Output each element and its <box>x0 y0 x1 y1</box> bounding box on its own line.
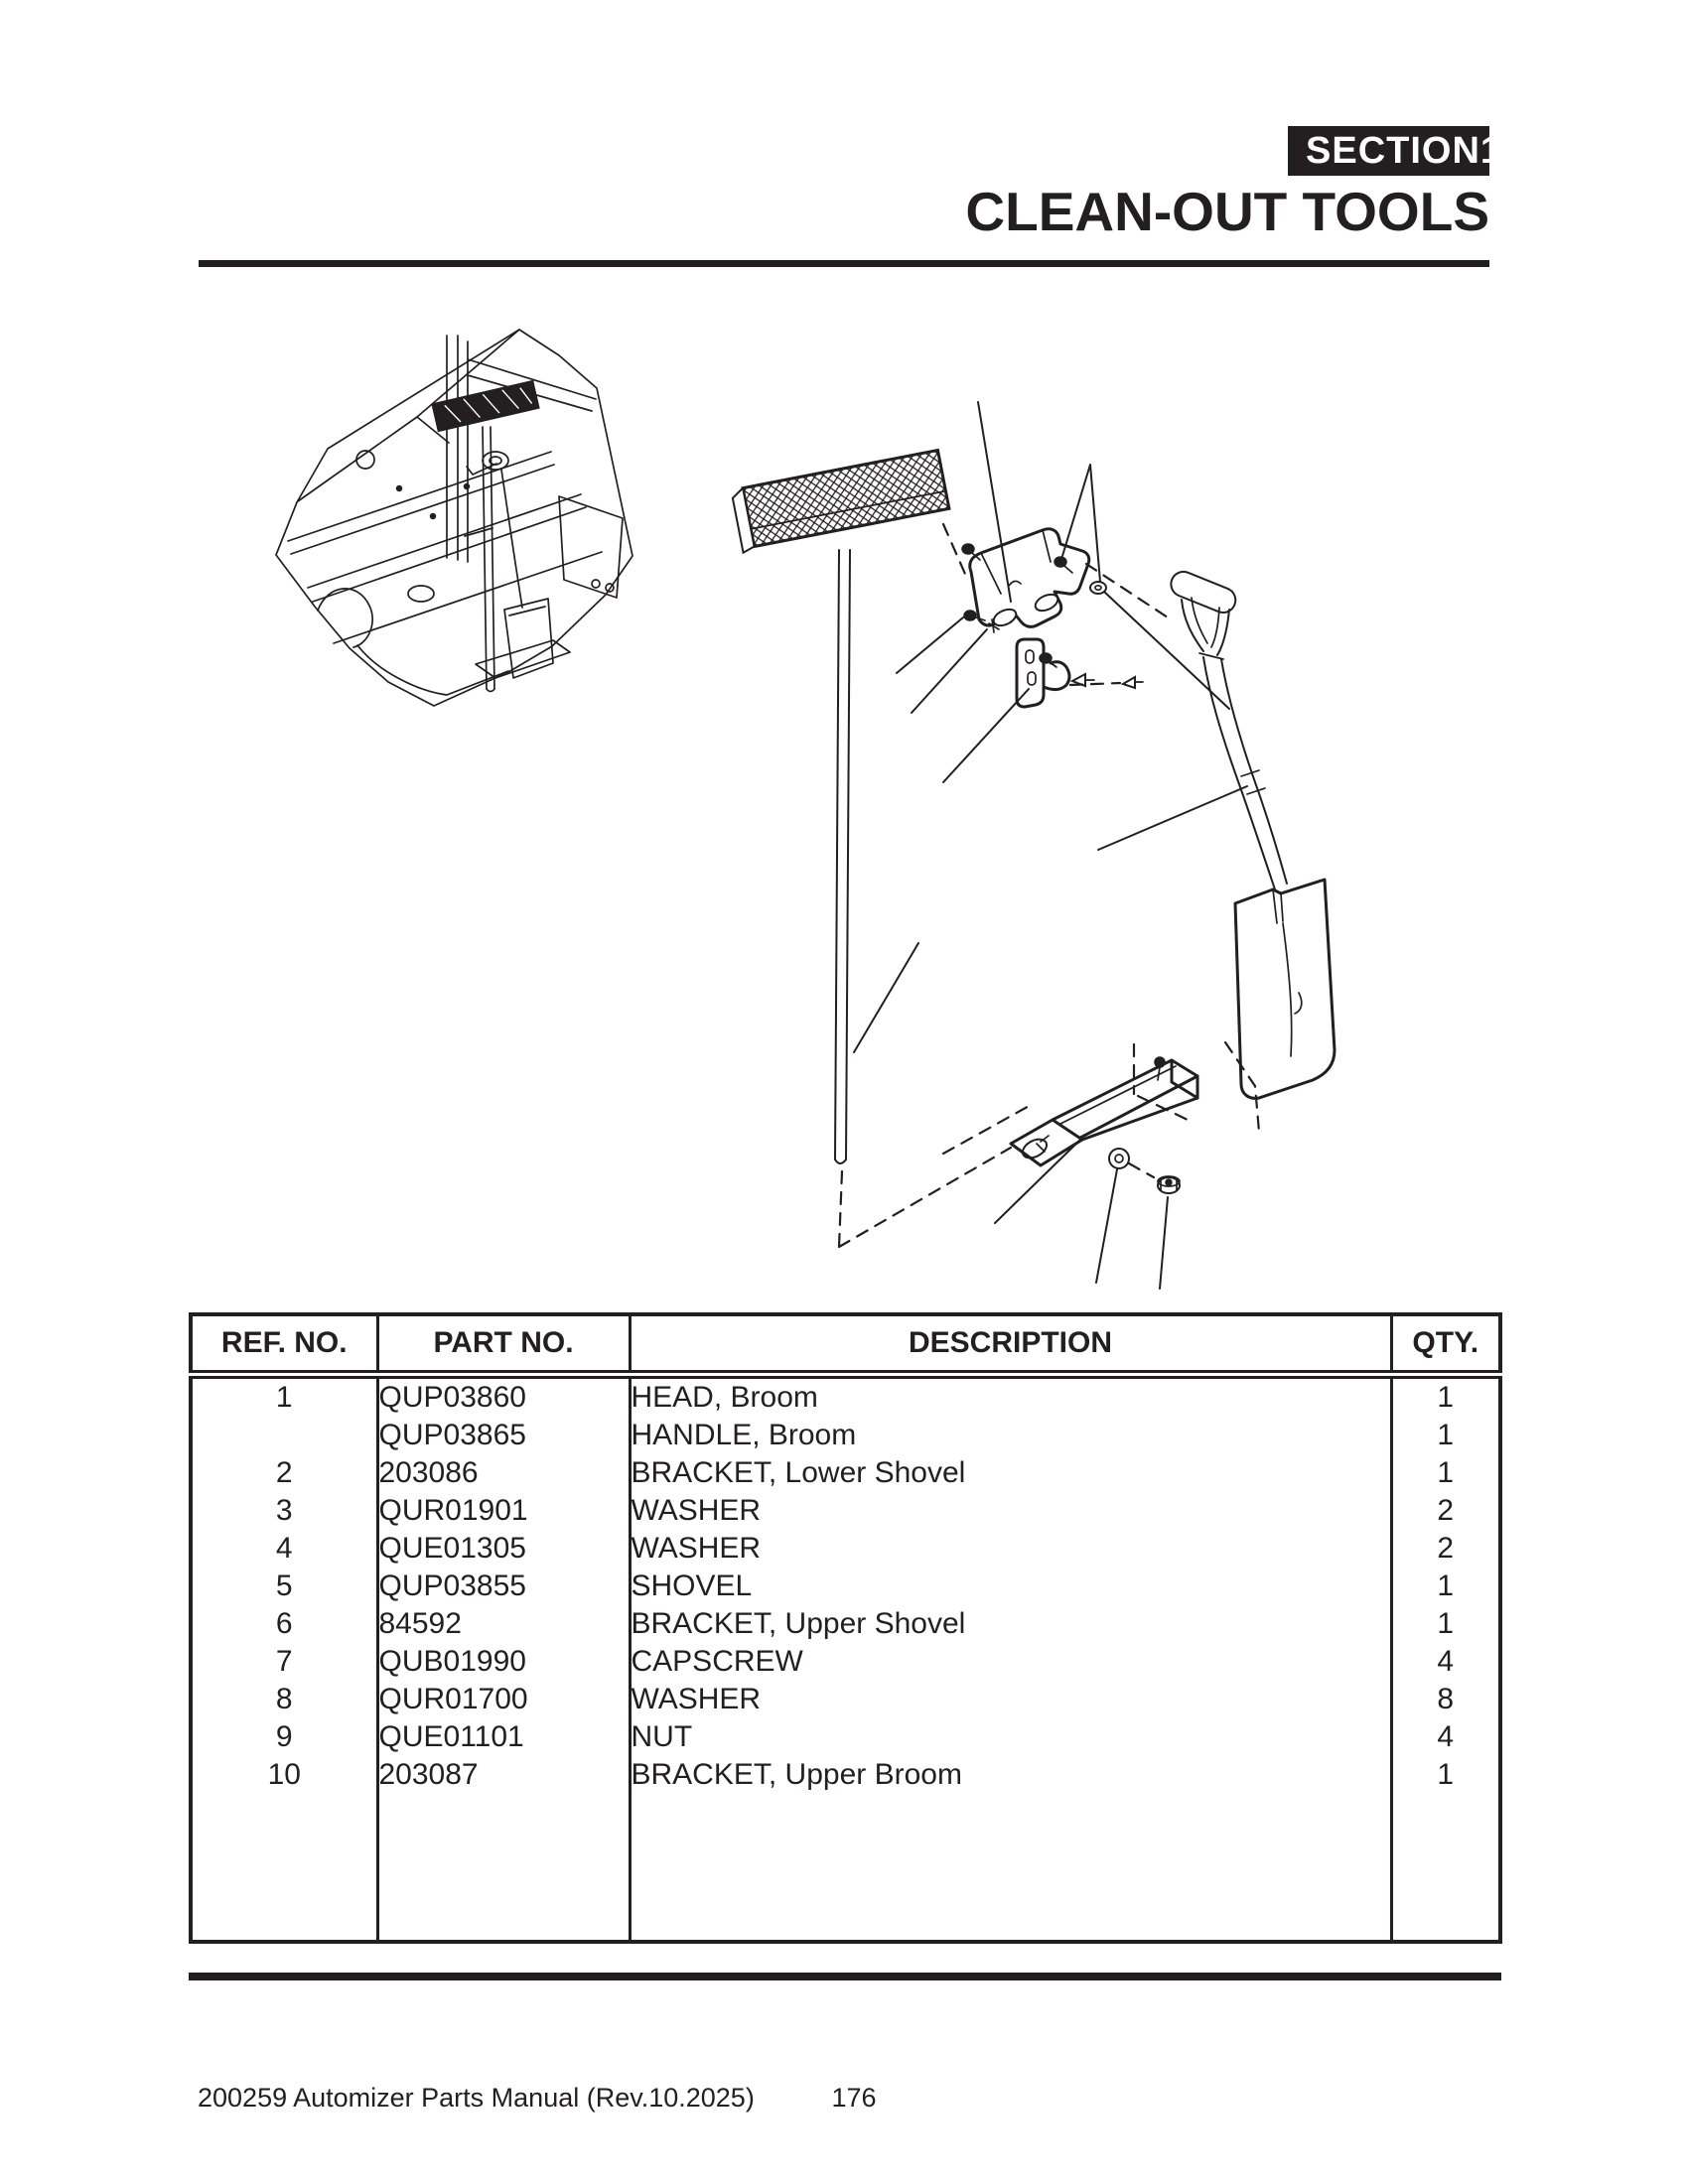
footer-manual-reference: 200259 Automizer Parts Manual (Rev.10.20… <box>198 2083 755 2113</box>
table-row: 5 QUP03855 SHOVEL 1 <box>191 1568 1500 1605</box>
table-row: 7 QUB01990 CAPSCREW 4 <box>191 1643 1500 1681</box>
cell-desc: WASHER <box>628 1492 1391 1530</box>
cell-ref: 10 <box>267 1758 301 1791</box>
cell-desc: SHOVEL <box>628 1568 1391 1605</box>
cell-ref: 1 <box>275 1381 293 1414</box>
washer-drawing <box>1108 1148 1130 1169</box>
cell-ref <box>191 1417 377 1454</box>
section-number: 1 <box>1479 129 1503 172</box>
cell-qty: 4 <box>1389 1643 1500 1681</box>
table-row: 2 203086 BRACKET, Lower Shovel 1 <box>191 1454 1500 1492</box>
shovel-drawing <box>1170 570 1336 1100</box>
table-row: 4 QUE01305 WASHER 2 <box>191 1530 1500 1568</box>
table-row: 10 203087 BRACKET, Upper Broom 1 <box>191 1756 1500 1794</box>
washer-small-drawing <box>1089 581 1107 595</box>
table-row: 9 QUE01101 NUT 4 <box>191 1718 1500 1756</box>
cell-desc: BRACKET, Lower Shovel <box>628 1454 1391 1492</box>
cell-desc: HANDLE, Broom <box>628 1417 1391 1454</box>
cell-qty: 8 <box>1389 1681 1500 1718</box>
cell-desc: CAPSCREW <box>628 1643 1391 1681</box>
machine-broom <box>431 379 540 433</box>
top-divider-rule <box>199 260 1489 267</box>
cell-qty: 1 <box>1389 1417 1500 1454</box>
capscrew-drawing <box>961 543 1073 668</box>
assembly-dashed-lines <box>837 522 1261 1249</box>
cell-ref: 9 <box>275 1720 293 1753</box>
cell-part: QUP03855 <box>375 1568 630 1605</box>
bottom-divider-rule <box>189 1973 1501 1980</box>
cell-part: QUP03865 <box>375 1417 630 1454</box>
cell-qty: 2 <box>1389 1530 1500 1568</box>
cell-ref: 6 <box>275 1607 293 1640</box>
cell-qty: 1 <box>1389 1454 1500 1492</box>
section-badge: SECTION 1 <box>1288 126 1501 176</box>
clean-out-tools-diagram <box>275 329 1336 1290</box>
cell-part: 203086 <box>375 1454 630 1492</box>
cell-ref: 4 <box>275 1532 293 1565</box>
cell-qty: 2 <box>1389 1492 1500 1530</box>
cell-qty: 1 <box>1389 1756 1500 1794</box>
clevis-pin-drawing <box>1069 672 1144 690</box>
cell-ref: 2 <box>275 1456 293 1489</box>
cell-ref: 8 <box>275 1683 293 1715</box>
page-title: CLEAN-OUT TOOLS <box>965 181 1489 242</box>
cell-desc: HEAD, Broom <box>628 1374 1391 1417</box>
cell-part: QUE01101 <box>375 1718 630 1756</box>
table-header-row: REF. NO. PART NO. DESCRIPTION QTY. <box>191 1314 1500 1379</box>
cell-qty: 4 <box>1389 1718 1500 1756</box>
table-row: 1 QUP03860 HEAD, Broom 1 <box>191 1374 1500 1417</box>
cell-qty: 1 <box>1389 1568 1500 1605</box>
cell-desc: WASHER <box>628 1681 1391 1718</box>
nut-drawing <box>1157 1175 1181 1194</box>
leader-lines <box>853 401 1248 1290</box>
machine-illustration <box>275 329 633 707</box>
cell-desc: NUT <box>628 1718 1391 1756</box>
column-header-part-no: PART NO. <box>375 1314 630 1379</box>
cell-part: 203087 <box>375 1756 630 1794</box>
cell-ref: 3 <box>275 1494 293 1527</box>
lower-shovel-bracket-drawing <box>1009 1056 1199 1167</box>
figure-area <box>149 298 1539 1300</box>
table-row: QUP03865 HANDLE, Broom 1 <box>191 1417 1500 1454</box>
cell-ref: 7 <box>275 1645 293 1678</box>
table-filler-row <box>191 1794 1500 1942</box>
broom-head-drawing <box>731 448 951 555</box>
cell-part: QUE01305 <box>375 1530 630 1568</box>
cell-ref: 5 <box>275 1570 293 1602</box>
broom-handle-drawing <box>834 549 851 1164</box>
cell-part: 84592 <box>375 1605 630 1643</box>
cell-desc: BRACKET, Upper Broom <box>628 1756 1391 1794</box>
cell-qty: 1 <box>1389 1374 1500 1417</box>
upper-shovel-bracket-drawing <box>1015 637 1071 709</box>
table-row: 8 QUR01700 WASHER 8 <box>191 1681 1500 1718</box>
upper-broom-bracket-drawing <box>968 527 1091 628</box>
section-label: SECTION <box>1306 129 1480 172</box>
cell-part: QUR01901 <box>375 1492 630 1530</box>
table-row: 6 84592 BRACKET, Upper Shovel 1 <box>191 1605 1500 1643</box>
machine-shovel <box>475 451 571 679</box>
column-header-description: DESCRIPTION <box>628 1314 1391 1379</box>
cell-desc: WASHER <box>628 1530 1391 1568</box>
column-header-ref-no: REF. NO. <box>191 1314 377 1379</box>
table-row: 3 QUR01901 WASHER 2 <box>191 1492 1500 1530</box>
cell-part: QUB01990 <box>375 1643 630 1681</box>
cell-desc: BRACKET, Upper Shovel <box>628 1605 1391 1643</box>
cell-qty: 1 <box>1389 1605 1500 1643</box>
exploded-view <box>731 401 1336 1290</box>
cell-part: QUP03860 <box>375 1374 630 1417</box>
column-header-qty: QTY. <box>1389 1314 1500 1379</box>
page-number: 176 <box>831 2083 877 2113</box>
cell-part: QUR01700 <box>375 1681 630 1718</box>
parts-table: REF. NO. PART NO. DESCRIPTION QTY. 1 QUP… <box>189 1312 1502 1944</box>
